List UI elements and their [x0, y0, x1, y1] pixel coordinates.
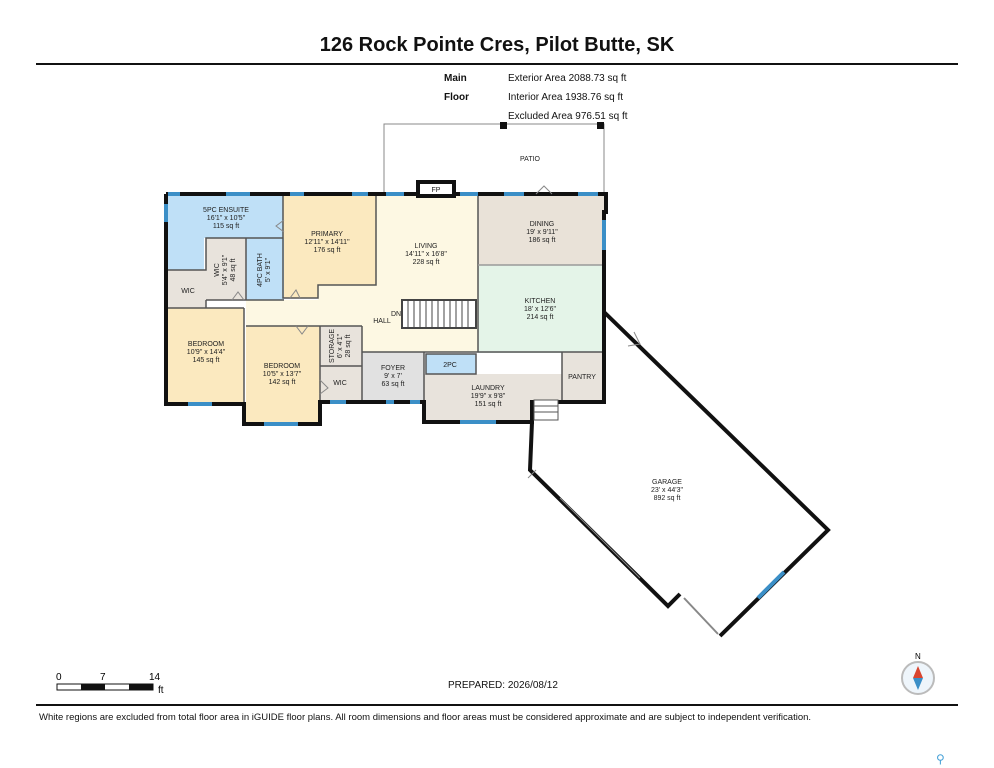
scale-unit: ft — [158, 685, 164, 696]
label-2pc: 2PC — [443, 362, 457, 369]
label-primary-dims: 12'11" x 14'11" — [304, 239, 350, 246]
label-garage-area: 892 sq ft — [654, 495, 681, 502]
label-wic-c: WIC — [333, 380, 347, 387]
pantry-fill — [562, 352, 604, 400]
prepared-date: PREPARED: 2026/08/12 — [448, 680, 558, 691]
label-hall: HALL — [373, 318, 391, 325]
label-bedroom2-area: 142 sq ft — [269, 379, 296, 386]
exterior-area: Exterior Area 2088.73 sq ft — [508, 73, 627, 84]
bedroom2-fill — [246, 326, 320, 422]
label-bedroom1-area: 145 sq ft — [193, 357, 220, 364]
compass-needle-north — [913, 666, 923, 678]
label-foyer-name: FOYER — [381, 365, 405, 372]
primary-fill — [283, 194, 376, 298]
staircase — [401, 299, 477, 329]
label-dining-area: 186 sq ft — [529, 237, 556, 244]
compass-needle-south — [913, 678, 923, 690]
label-foyer-dims: 9' x 7' — [384, 373, 402, 380]
label-bath4-dims: 5' x 9'1" — [265, 257, 272, 282]
label-laundry-name: LAUNDRY — [471, 385, 505, 392]
label-dining-dims: 19' x 9'11" — [526, 229, 558, 236]
storage-fill — [320, 326, 362, 366]
laundry-steps — [533, 399, 559, 421]
scale-bar: 0 7 14 ft — [56, 672, 164, 696]
scale-tick-7: 7 — [100, 672, 106, 683]
label-living-name: LIVING — [415, 243, 438, 250]
scale-tick-14: 14 — [149, 672, 161, 683]
wic-c-fill — [320, 366, 362, 402]
scale-tick-0: 0 — [56, 672, 62, 683]
label-patio: PATIO — [520, 156, 541, 163]
plan-title: 126 Rock Pointe Cres, Pilot Butte, SK — [319, 34, 675, 56]
location-pin-icon: ⚲ — [936, 752, 945, 766]
wic-a-fill — [206, 238, 246, 300]
exterior-walls — [164, 180, 831, 638]
footer-divider — [36, 704, 958, 706]
interior-area: Interior Area 1938.76 sq ft — [508, 92, 624, 103]
label-bedroom2-name: BEDROOM — [264, 363, 300, 370]
label-wic-b: WIC — [181, 288, 195, 295]
label-storage-dims: 6' x 4'1" — [337, 333, 344, 358]
label-laundry-dims: 19'9" x 9'8" — [471, 393, 506, 400]
pc2-fill — [426, 354, 476, 374]
bath4-fill — [246, 238, 284, 300]
label-garage-dims: 23' x 44'3" — [651, 487, 684, 494]
label-living-dims: 14'11" x 16'8" — [405, 251, 447, 258]
compass: N — [901, 652, 935, 695]
label-laundry-area: 151 sq ft — [475, 401, 502, 408]
label-kitchen-dims: 18' x 12'6" — [524, 306, 557, 313]
label-pantry: PANTRY — [568, 374, 596, 381]
label-kitchen-name: KITCHEN — [525, 298, 556, 305]
garage-side-door — [559, 497, 641, 579]
label-ensuite-dims: 16'1" x 10'5" — [207, 215, 246, 222]
laundry-fill — [424, 374, 562, 422]
label-primary-name: PRIMARY — [311, 231, 343, 238]
title-divider — [36, 63, 958, 65]
label-living-area: 228 sq ft — [413, 259, 440, 266]
label-ensuite-name: 5PC ENSUITE — [203, 207, 249, 214]
label-wic-a-area: 48 sq ft — [230, 258, 237, 281]
label-bath4-name: 4PC BATH — [257, 253, 264, 287]
foyer-fill — [362, 352, 424, 402]
disclaimer: White regions are excluded from total fl… — [39, 712, 812, 723]
label-dn: DN — [391, 311, 401, 318]
ensuite-fill — [168, 194, 283, 270]
door-swings — [231, 185, 641, 479]
label-bedroom1-dims: 10'9" x 14'4" — [187, 349, 226, 356]
bedroom1-fill — [168, 308, 244, 403]
label-bedroom1-name: BEDROOM — [188, 341, 224, 348]
label-storage-area: 28 sq ft — [345, 334, 352, 357]
label-kitchen-area: 214 sq ft — [527, 314, 554, 321]
label-storage-name: STORAGE — [329, 329, 336, 363]
label-dining-name: DINING — [530, 221, 555, 228]
excluded-area: Excluded Area 976.51 sq ft — [508, 111, 628, 122]
floor-label: Main Floor — [444, 73, 469, 103]
dining-fill — [478, 194, 606, 265]
kitchen-fill — [478, 265, 606, 353]
garage-door — [683, 597, 719, 635]
label-fp: FP — [432, 187, 441, 194]
label-wic-a-name: WIC — [214, 263, 221, 277]
label-wic-a-dims: 5'4" x 9'1" — [222, 254, 229, 285]
compass-n-label: N — [915, 652, 921, 661]
label-garage-name: GARAGE — [652, 479, 682, 486]
label-foyer-area: 63 sq ft — [382, 381, 405, 388]
label-ensuite-area: 115 sq ft — [213, 223, 239, 230]
windows — [164, 192, 786, 600]
label-bedroom2-dims: 10'5" x 13'7" — [263, 371, 302, 378]
label-primary-area: 176 sq ft — [314, 247, 341, 254]
wic-b-fill — [168, 270, 206, 308]
